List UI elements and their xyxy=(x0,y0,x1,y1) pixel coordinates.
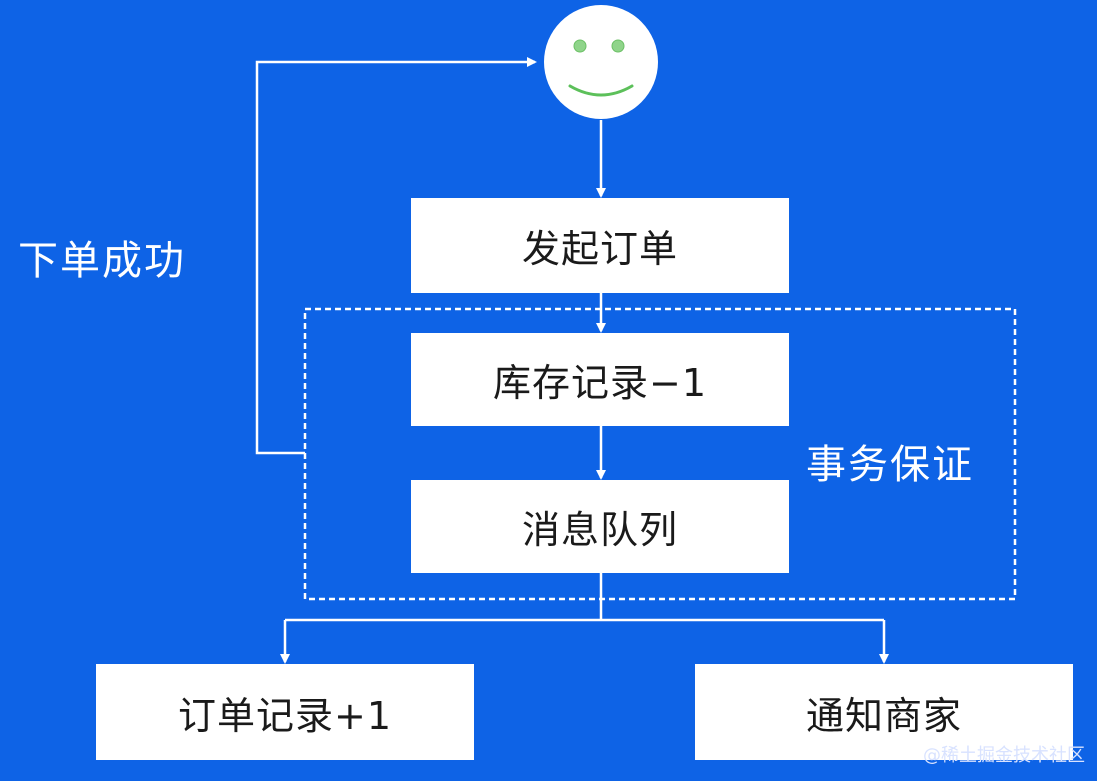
node-order-record-plus: 订单记录+1 xyxy=(96,664,474,760)
arrow-loop-order-success xyxy=(255,57,537,455)
node-start-order: 发起订单 xyxy=(411,198,789,293)
label-order-success: 下单成功 xyxy=(18,238,186,284)
smiley-face-icon xyxy=(544,5,658,119)
transaction-boundary xyxy=(303,307,1017,601)
node-notify-merchant: 通知商家 xyxy=(695,664,1073,760)
node-message-queue: 消息队列 xyxy=(411,480,789,573)
label-transaction-guarantee: 事务保证 xyxy=(806,442,974,488)
watermark: @稀土掘金技术社区 xyxy=(923,745,1085,766)
node-inventory-minus: 库存记录−1 xyxy=(411,333,789,426)
